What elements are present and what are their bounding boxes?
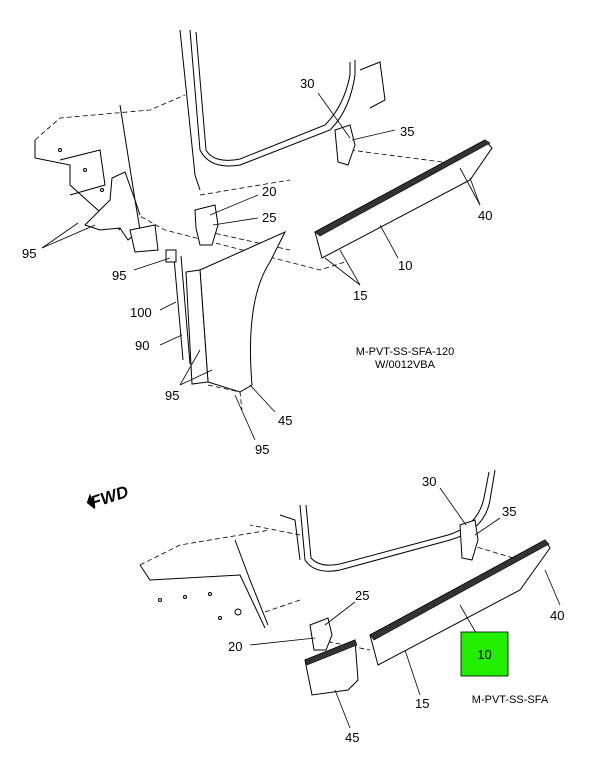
- lower-callout-15: 15: [415, 696, 429, 711]
- highlighted-callout-10[interactable]: 10: [460, 631, 509, 677]
- lower-caption: M-PVT-SS-SFA: [472, 694, 549, 706]
- upper-callout-95-d: 95: [255, 442, 269, 457]
- upper-caption-line1: M-PVT-SS-SFA-120: [356, 346, 454, 358]
- upper-callout-95-a: 95: [22, 246, 36, 261]
- upper-extension-10-edge: [314, 139, 491, 237]
- lower-callout-45: 45: [345, 730, 359, 745]
- upper-rear-bracket-plate: [129, 224, 159, 253]
- upper-closeout-45-flange: [185, 269, 209, 385]
- upper-callout-25: 25: [262, 210, 276, 225]
- upper-seal-100: [173, 257, 184, 361]
- lower-view: 30 35 40 25 20 15 45 10 M-PVT-SS-SFA: [139, 469, 564, 745]
- upper-callout-15: 15: [353, 288, 367, 303]
- upper-bracket-30-35: [334, 124, 356, 166]
- upper-rear-bracket: [84, 171, 141, 241]
- lower-callouts: 30 35 40 25 20 15 45: [228, 474, 564, 745]
- upper-callout-100: 100: [130, 305, 152, 320]
- upper-callout-95-b: 95: [112, 268, 126, 283]
- lower-callout-20: 20: [228, 639, 242, 654]
- upper-callout-30: 30: [300, 76, 314, 91]
- lower-leader-lines: [249, 487, 561, 729]
- lower-callout-35: 35: [502, 504, 516, 519]
- lower-closeout-45-edge: [304, 639, 358, 666]
- upper-cab-body: [34, 29, 466, 271]
- upper-closeout-45: [199, 230, 287, 393]
- upper-callout-45: 45: [278, 413, 292, 428]
- upper-seal-90: [180, 255, 191, 365]
- upper-leader-lines: [41, 92, 481, 441]
- upper-callout-40: 40: [478, 208, 492, 223]
- lower-step-10: [369, 539, 551, 666]
- lower-bracket-30-35: [459, 519, 479, 561]
- upper-callout-90: 90: [135, 338, 149, 353]
- highlight-callout-label[interactable]: 10: [477, 647, 491, 662]
- lower-callout-25: 25: [355, 588, 369, 603]
- fwd-arrow-icon: [86, 493, 96, 510]
- upper-view: 30 35 20 25 40 95 95 10 15 100 90 95 45 …: [22, 29, 493, 457]
- upper-callouts: 30 35 20 25 40 95 95 10 15 100 90 95 45 …: [22, 76, 492, 457]
- upper-seal-tab: [165, 249, 177, 263]
- lower-callout-30: 30: [422, 474, 436, 489]
- fwd-indicator: FWD: [86, 482, 131, 512]
- highlight-box[interactable]: [460, 631, 509, 677]
- lower-callout-40: 40: [550, 608, 564, 623]
- upper-callout-20: 20: [262, 184, 276, 199]
- upper-callout-10: 10: [398, 258, 412, 273]
- lower-step-10-edge: [369, 539, 550, 641]
- upper-caption-line2: W/0012VBA: [375, 359, 436, 371]
- upper-bracket-20-25: [194, 204, 219, 246]
- lower-closeout-45: [304, 639, 359, 696]
- upper-callout-95-c: 95: [165, 388, 179, 403]
- lower-cab-body: [139, 469, 521, 651]
- lower-bracket-20-25: [309, 617, 333, 651]
- upper-callout-35: 35: [400, 124, 414, 139]
